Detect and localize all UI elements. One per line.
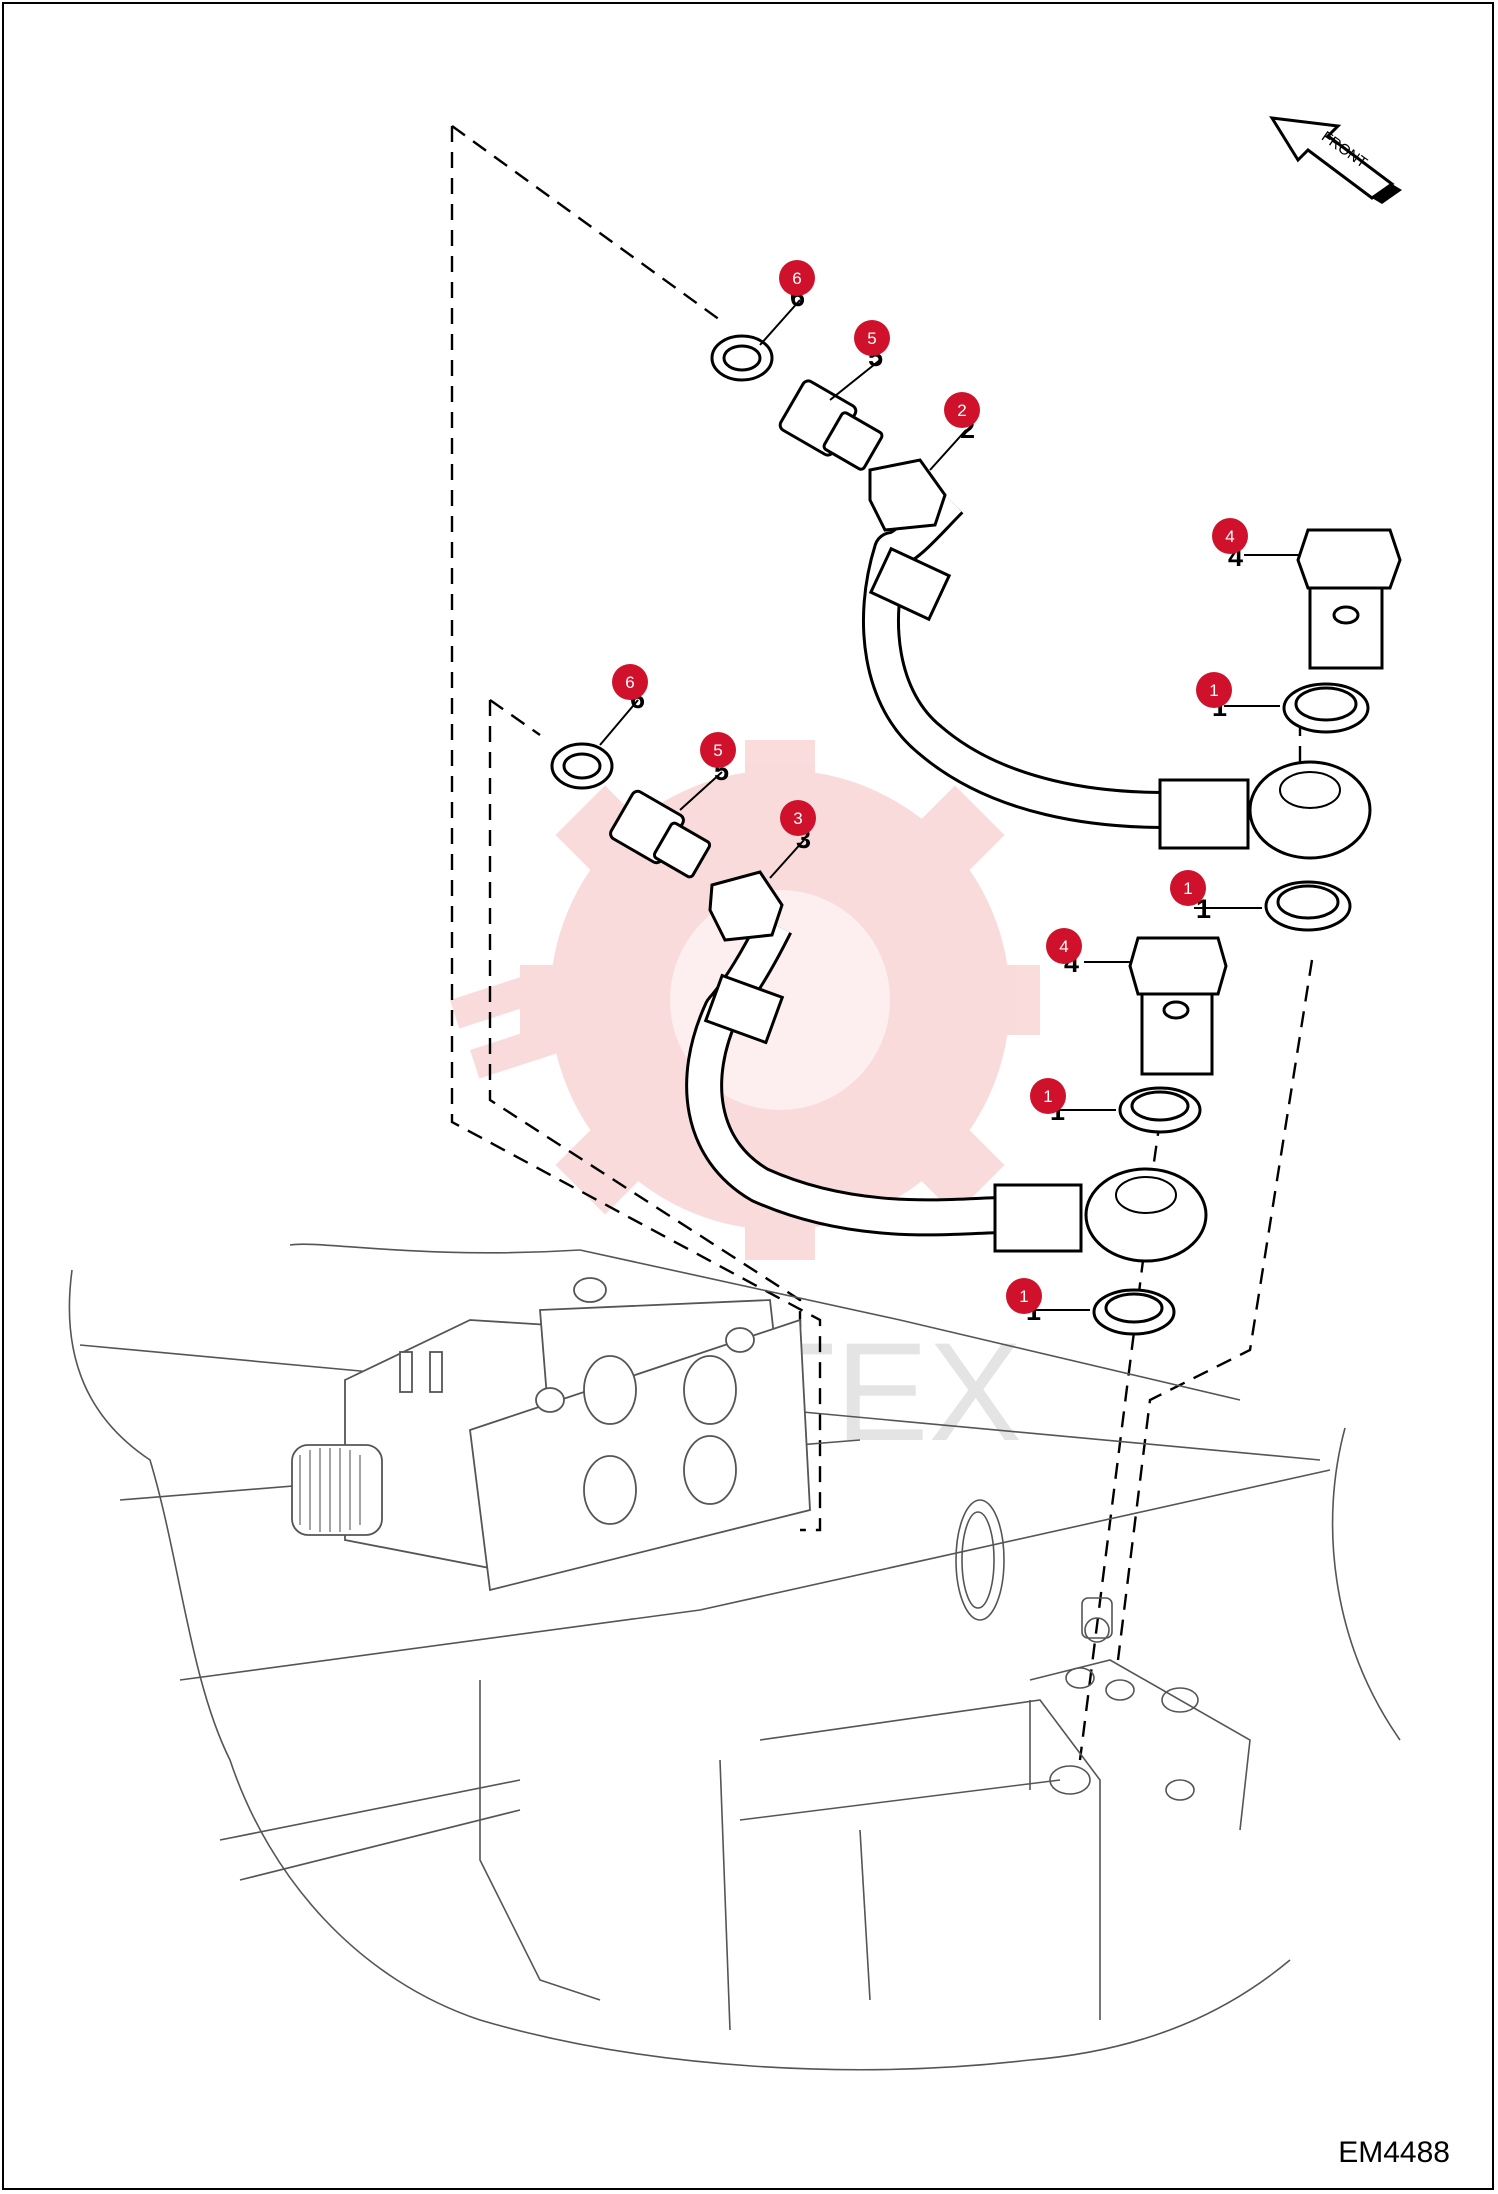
svg-text:3: 3: [793, 809, 802, 828]
hose-lower: [685, 870, 1208, 1263]
callout-1-d[interactable]: 1: [1006, 1278, 1042, 1314]
callout-1-c[interactable]: 1: [1030, 1078, 1066, 1114]
callout-5-upper[interactable]: 5: [854, 320, 890, 356]
drawing-code: EM4488: [1338, 2136, 1450, 2169]
svg-text:6: 6: [625, 673, 634, 692]
svg-text:1: 1: [1183, 879, 1192, 898]
callout-4-upper[interactable]: 4: [1212, 518, 1248, 554]
svg-text:4: 4: [1059, 937, 1068, 956]
sealing-washers: [1092, 682, 1370, 1336]
svg-text:1: 1: [1019, 1287, 1028, 1306]
callout-badges: 6 5 2 4 1 6 5 3: [612, 260, 1248, 1314]
svg-text:6: 6: [792, 269, 801, 288]
front-arrow-icon: FRONT: [1269, 116, 1402, 204]
callout-1-a[interactable]: 1: [1196, 672, 1232, 708]
callout-5-lower[interactable]: 5: [700, 732, 736, 768]
svg-text:4: 4: [1225, 527, 1234, 546]
fittings: [550, 334, 884, 879]
leader-lines: [599, 299, 1300, 1311]
callout-6-lower[interactable]: 6: [612, 664, 648, 700]
frame-openings: [955, 1499, 1199, 1801]
banjo-bolts: [1128, 528, 1402, 1076]
callout-2[interactable]: 2: [944, 392, 980, 428]
control-valve: [291, 1277, 811, 1592]
svg-text:5: 5: [867, 329, 876, 348]
callout-6-upper[interactable]: 6: [779, 260, 815, 296]
svg-text:5: 5: [713, 741, 722, 760]
callout-1-b[interactable]: 1: [1170, 870, 1206, 906]
hose-upper: [861, 458, 1372, 860]
svg-text:2: 2: [957, 401, 966, 420]
svg-text:1: 1: [1043, 1087, 1052, 1106]
svg-text:1: 1: [1209, 681, 1218, 700]
callout-3[interactable]: 3: [780, 800, 816, 836]
callout-4-lower[interactable]: 4: [1046, 928, 1082, 964]
